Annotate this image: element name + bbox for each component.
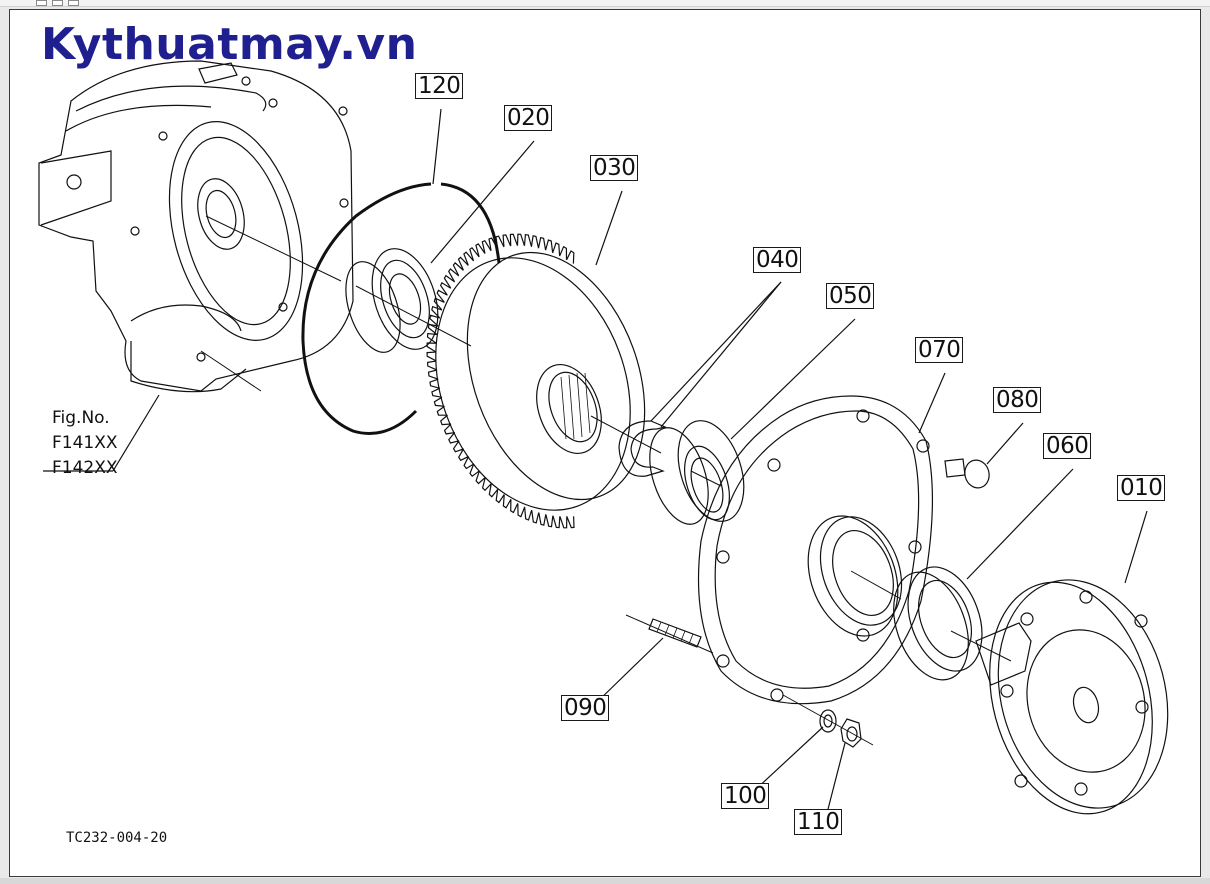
toolbar-icon[interactable] [52, 0, 63, 6]
leader-lines [43, 108, 1148, 818]
figure-code: TC232-004-20 [66, 830, 168, 846]
part-callout-060[interactable]: 060 [1043, 433, 1092, 459]
part-callout-100[interactable]: 100 [721, 783, 770, 809]
part-callout-090[interactable]: 090 [561, 695, 610, 721]
figure-number-1: F141XX [52, 433, 118, 453]
part-callout-010[interactable]: 010 [1117, 475, 1166, 501]
axis-lines [200, 215, 1012, 746]
washer-100 [819, 709, 837, 733]
part-callout-050[interactable]: 050 [826, 283, 875, 309]
viewer-toolbar [0, 0, 1210, 7]
toolbar-icon[interactable] [36, 0, 47, 6]
snap-ring-part [301, 182, 501, 435]
bearing-020 [345, 248, 439, 353]
nut-110 [840, 718, 862, 748]
part-callout-070[interactable]: 070 [915, 337, 964, 363]
part-callout-020[interactable]: 020 [504, 105, 553, 131]
flange-shaft-010 [975, 579, 1169, 815]
figure-number-2: F142XX [52, 458, 118, 478]
part-callout-080[interactable]: 080 [993, 387, 1042, 413]
stud-bolt-090 [648, 618, 702, 648]
viewer-status-strip [0, 878, 1210, 884]
watermark-logo: Kythuatmay.vn [41, 19, 418, 70]
plug-080 [944, 458, 990, 489]
bearing-050 [649, 420, 745, 525]
axle-housing [38, 60, 354, 393]
figure-number-block: Fig.No. F141XX F142XX [52, 406, 118, 481]
part-callout-040[interactable]: 040 [753, 247, 802, 273]
oil-seal-060 [893, 566, 983, 681]
part-callout-030[interactable]: 030 [590, 155, 639, 181]
part-callout-110[interactable]: 110 [794, 809, 843, 835]
part-callout-120[interactable]: 120 [415, 73, 464, 99]
toolbar-icon[interactable] [68, 0, 79, 6]
figure-label: Fig.No. [52, 408, 110, 428]
gear-030 [426, 233, 646, 529]
cover-case-070 [697, 395, 933, 705]
exploded-view-drawing [38, 60, 1169, 818]
